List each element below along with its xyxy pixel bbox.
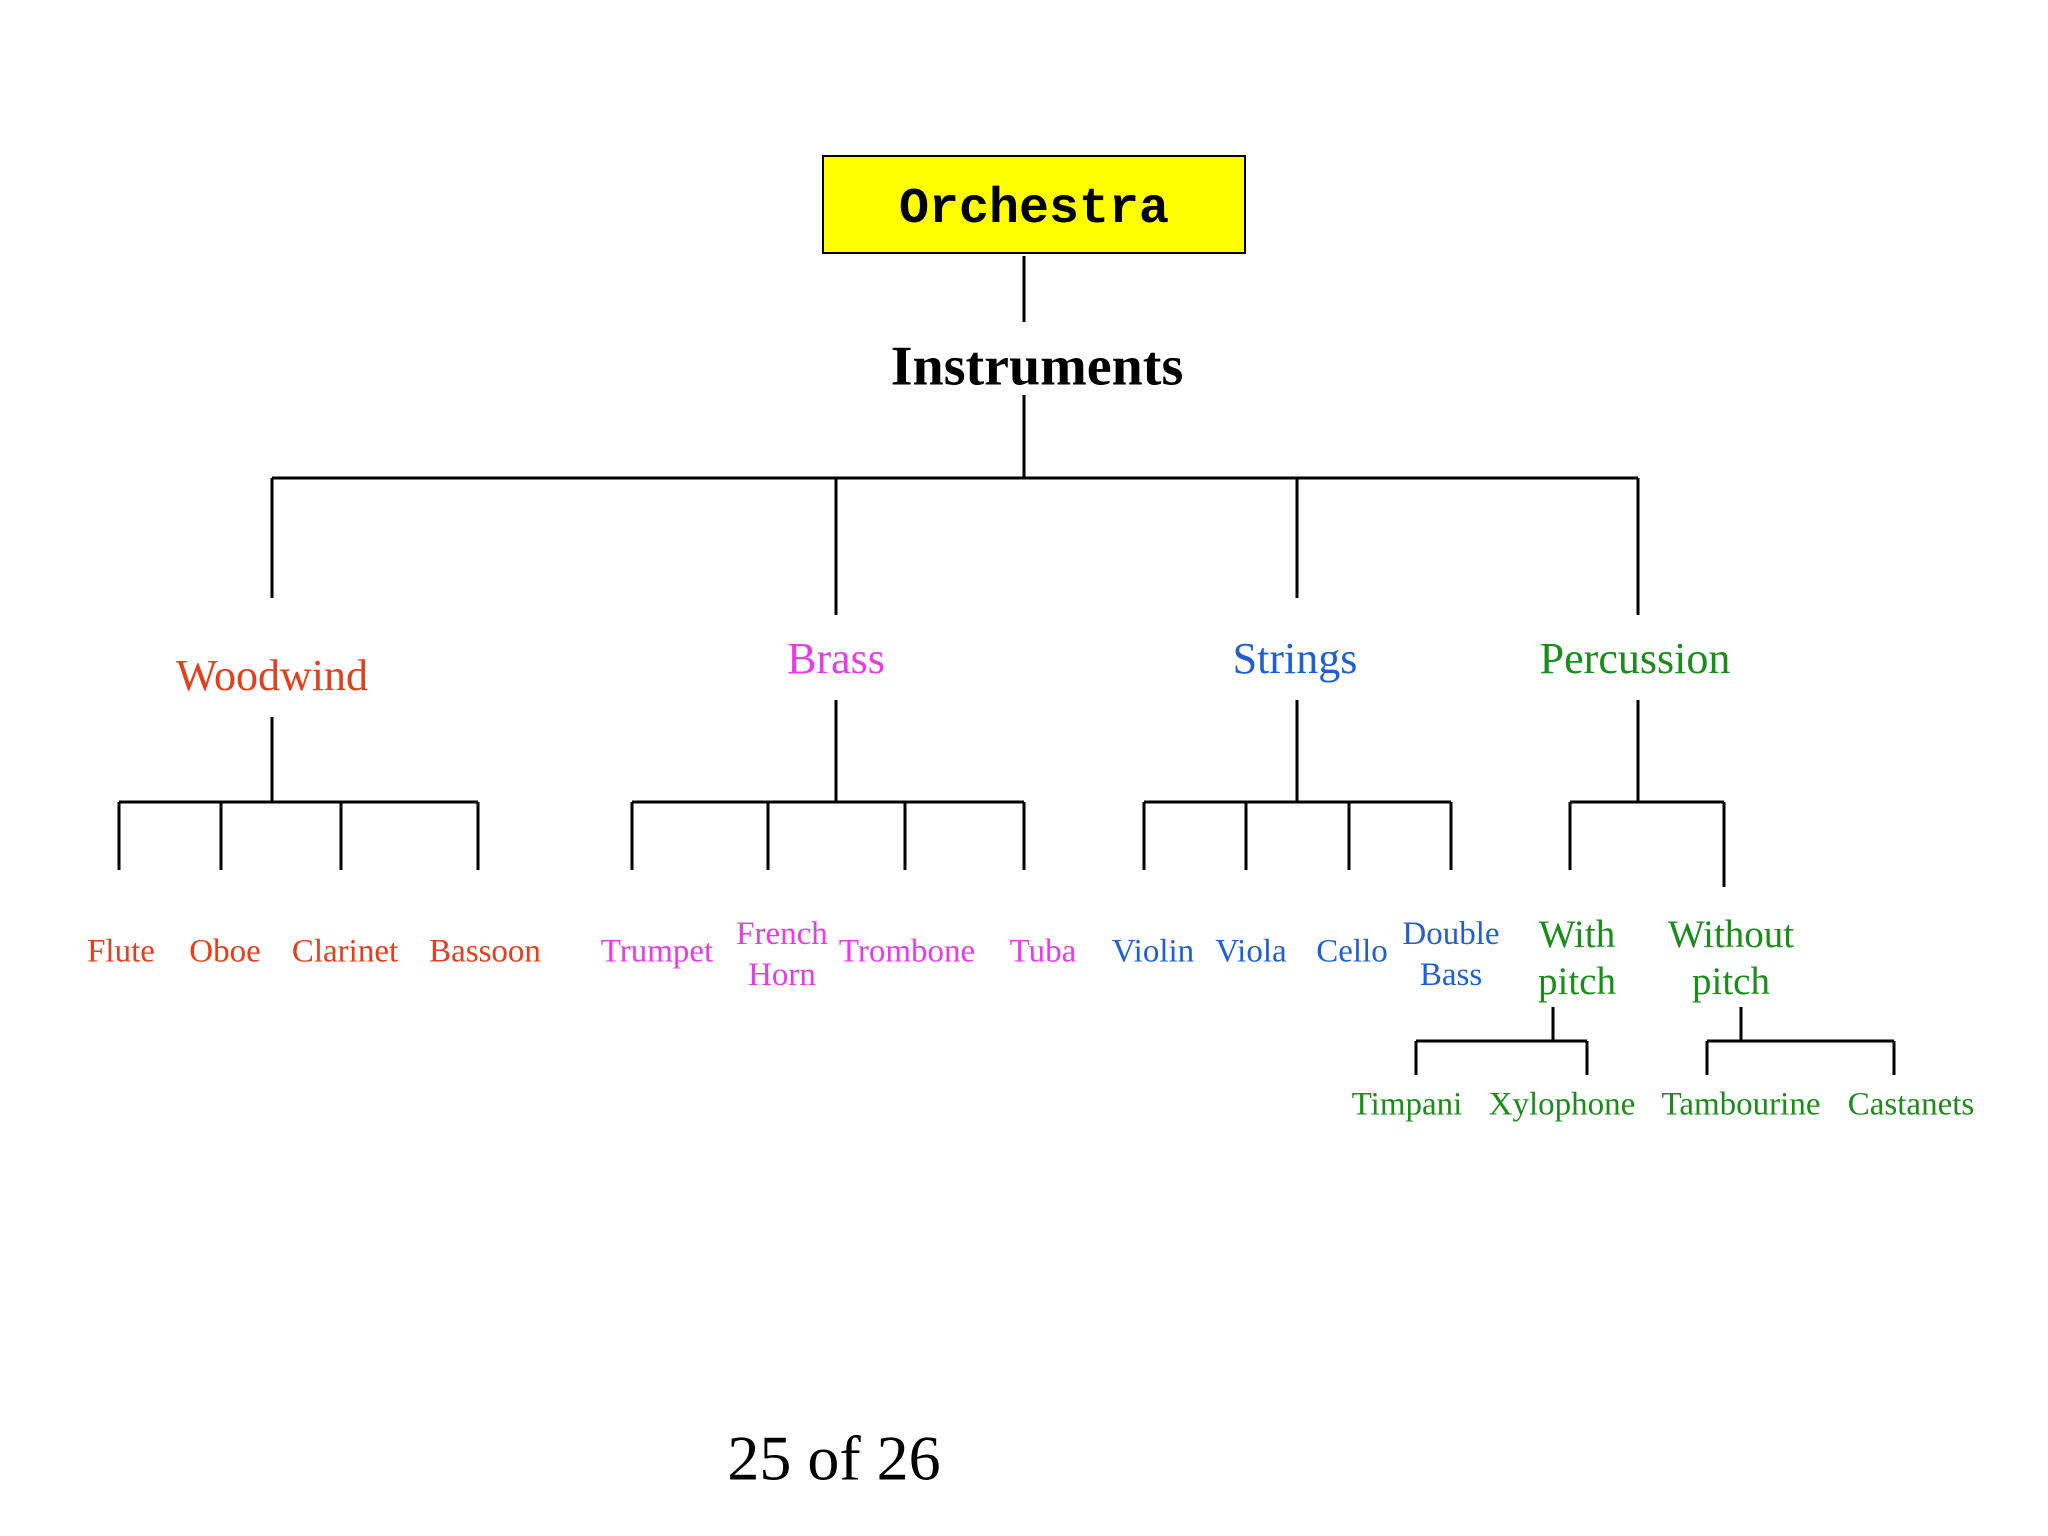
percussion-label: Percussion [1539, 633, 1731, 683]
leaf-bassoon: Bassoon [429, 933, 541, 970]
strings-label: Strings [1232, 633, 1358, 683]
leaf-clarinet: Clarinet [291, 933, 399, 970]
leaf-violin: Violin [1111, 933, 1195, 970]
leaf-oboe: Oboe [189, 933, 261, 970]
leaf-timpani: Timpani [1351, 1086, 1463, 1123]
leaf-cello: Cello [1316, 933, 1388, 970]
orchestra-node: Orchestra [822, 155, 1246, 254]
woodwind-label: Woodwind [175, 650, 369, 700]
leaf-tambourine: Tambourine [1661, 1086, 1821, 1123]
brass-label: Brass [787, 633, 885, 683]
leaf-french-horn: French Horn [736, 916, 828, 993]
leaf-castanets: Castanets [1847, 1086, 1975, 1123]
instruments-label: Instruments [890, 335, 1184, 398]
orchestra-label: Orchestra [898, 181, 1170, 238]
page-indicator: 25 of 26 [727, 1422, 941, 1494]
leaf-trombone: Trombone [838, 933, 976, 970]
leaf-xylophone: Xylophone [1488, 1086, 1636, 1123]
leaf-trumpet: Trumpet [600, 933, 714, 970]
leaf-tuba: Tuba [1009, 933, 1077, 970]
leaf-double-bass: Double Bass [1402, 916, 1500, 993]
leaf-viola: Viola [1215, 933, 1287, 970]
group-without-pitch: Without pitch [1667, 913, 1795, 1003]
leaf-flute: Flute [87, 933, 155, 970]
group-with-pitch: With pitch [1538, 913, 1616, 1003]
